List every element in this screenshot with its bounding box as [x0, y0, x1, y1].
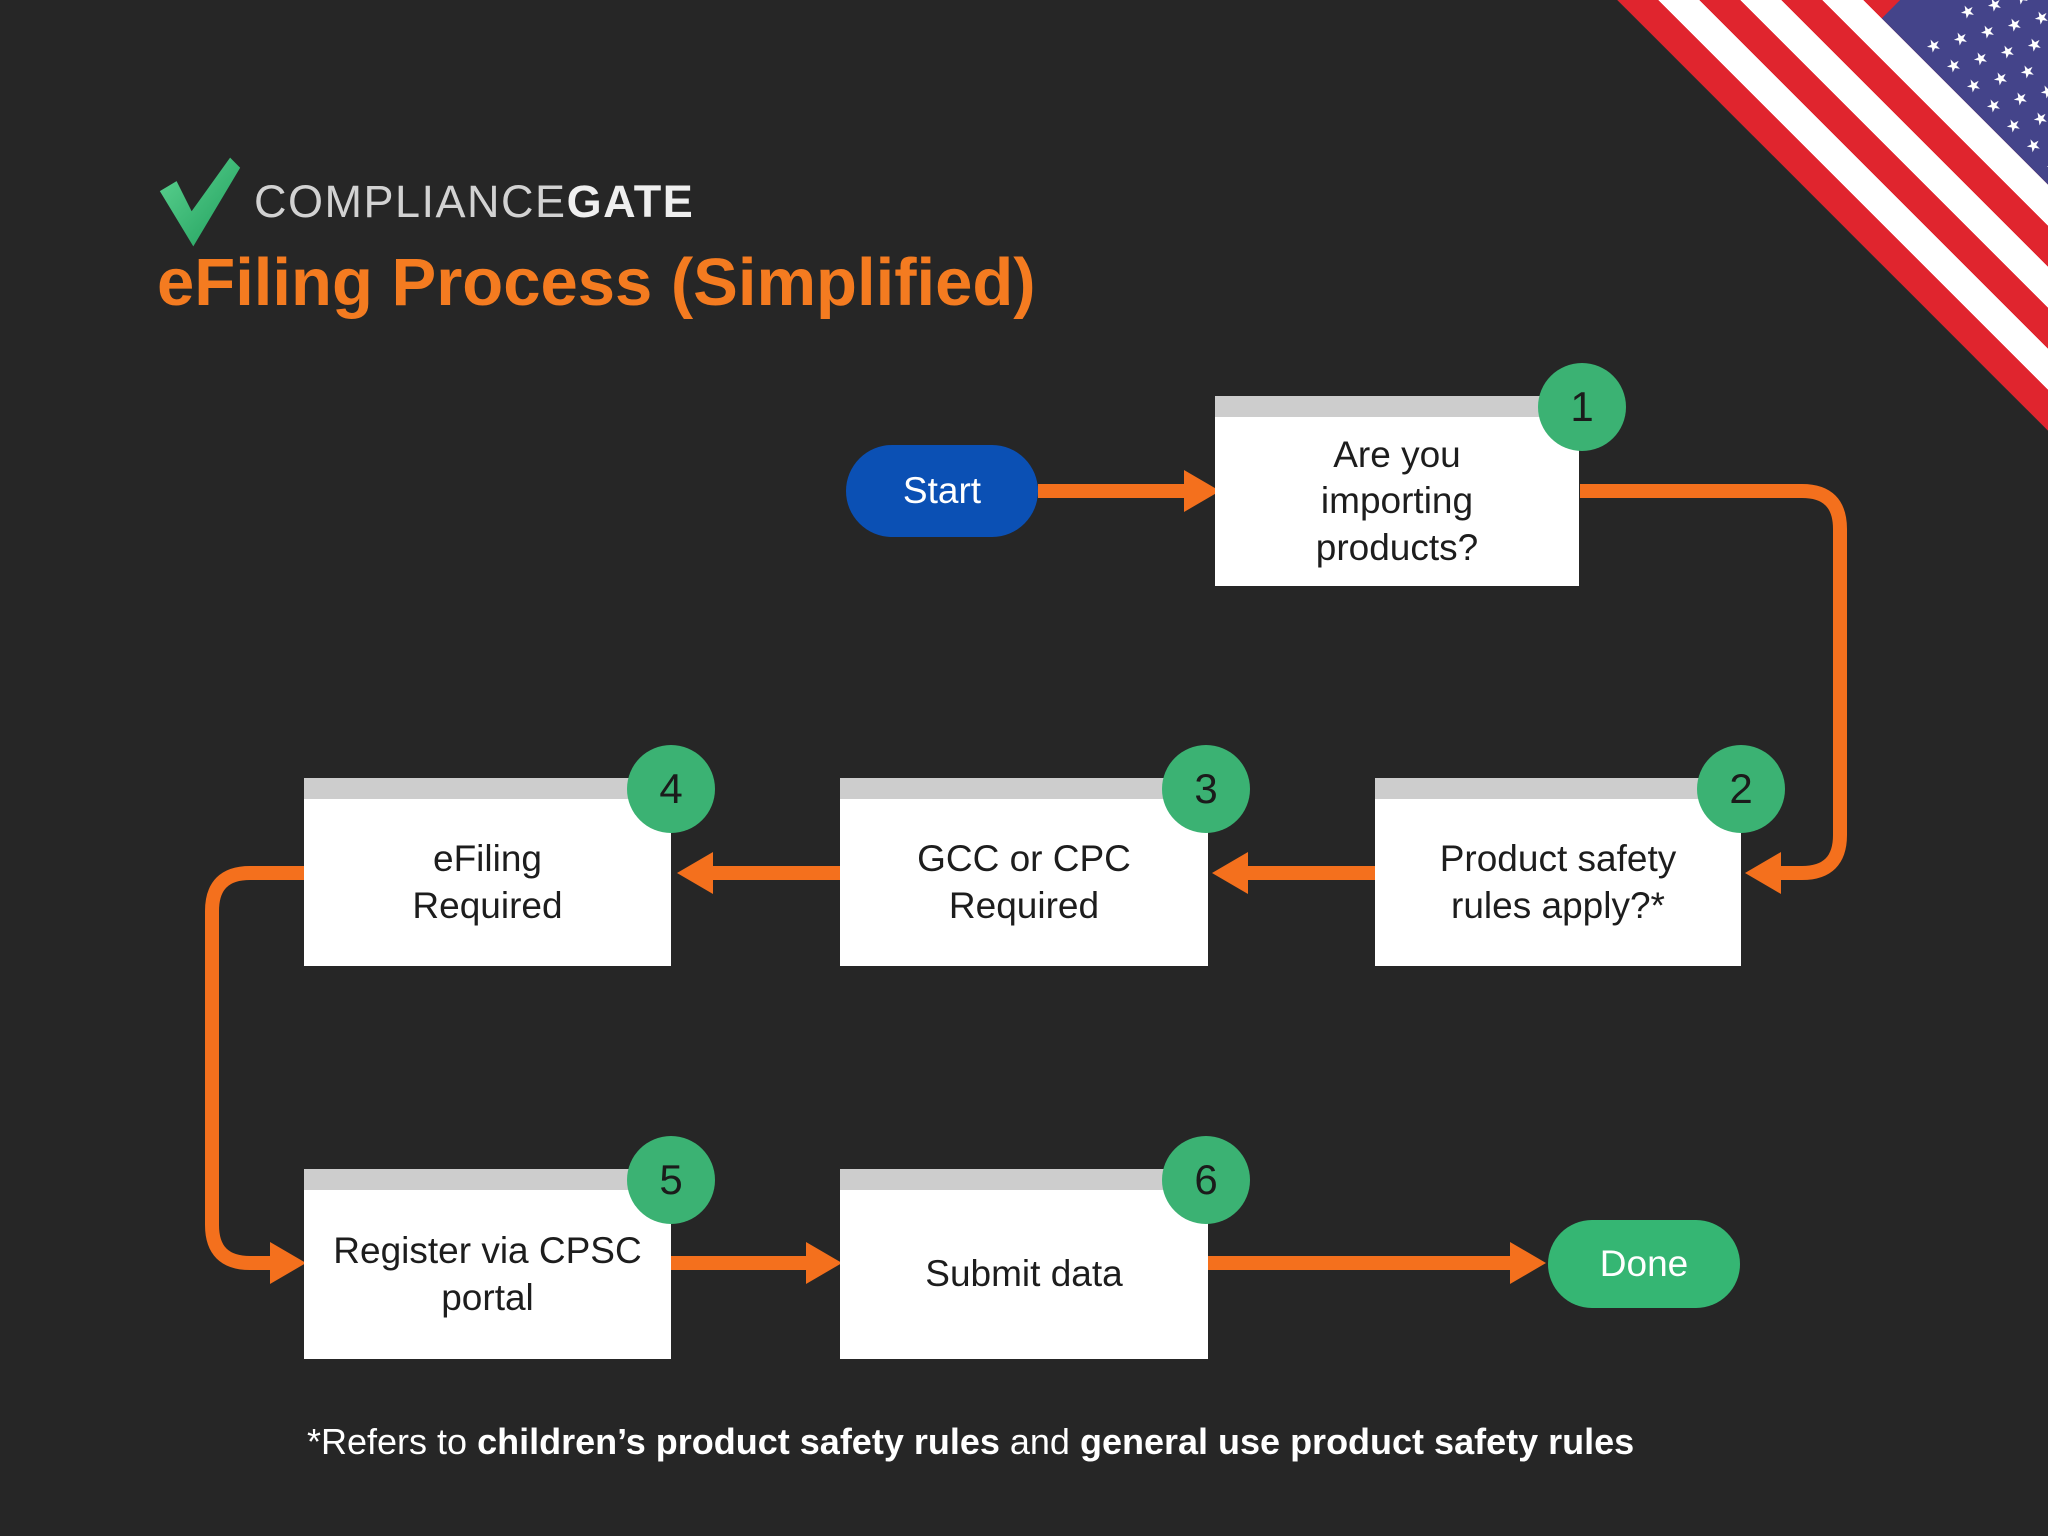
done-node: Done — [1548, 1220, 1740, 1308]
done-label: Done — [1599, 1243, 1689, 1284]
step-number-badge-3: 3 — [1162, 745, 1250, 833]
box-header-strip — [1215, 396, 1579, 417]
box-header-strip — [304, 778, 671, 799]
step-number-badge-2: 2 — [1697, 745, 1785, 833]
start-node: Start — [846, 445, 1038, 537]
step-number-badge-1: 1 — [1538, 363, 1626, 451]
arrow-step1-to-step2 — [1580, 484, 1847, 880]
footnote: *Refers to children’s product safety rul… — [307, 1421, 1634, 1463]
footnote-bold-children-rules: children’s product safety rules — [477, 1421, 1000, 1462]
arrowhead-right — [806, 1242, 842, 1284]
checkmark-icon — [158, 156, 242, 248]
start-label: Start — [902, 470, 982, 511]
arrowhead-left — [1745, 852, 1781, 894]
step-label-5: Register via CPSC portal — [333, 1230, 642, 1318]
step-box-5: Register via CPSC portal — [304, 1169, 671, 1359]
step-number-badge-5: 5 — [627, 1136, 715, 1224]
box-header-strip — [304, 1169, 671, 1190]
step-box-3: GCC or CPC Required — [840, 778, 1208, 966]
footnote-bold-general-rules: general use product safety rules — [1079, 1421, 1635, 1462]
box-header-strip — [840, 778, 1208, 799]
compliancegate-logo: COMPLIANCEGATE — [158, 156, 694, 248]
step-label-2: Product safety rules apply?* — [1439, 838, 1677, 926]
step-label-6: Submit data — [925, 1253, 1123, 1295]
step-label-1: Are you importing products? — [1315, 434, 1479, 568]
box-header-strip — [840, 1169, 1208, 1190]
step-number-badge-4: 4 — [627, 745, 715, 833]
arrowhead-left — [1212, 852, 1248, 894]
step-box-6: Submit data — [840, 1169, 1208, 1359]
page-title: eFiling Process (Simplified) — [157, 245, 1036, 320]
arrow-step4-to-step5 — [205, 866, 304, 1270]
brand-text: COMPLIANCEGATE — [254, 176, 694, 228]
footnote-prefix: *Refers to — [307, 1421, 478, 1462]
arrowhead-right — [1510, 1242, 1546, 1284]
step-box-4: eFiling Required — [304, 778, 671, 966]
arrowhead-left — [677, 852, 713, 894]
step-box-1: Are you importing products? — [1215, 396, 1579, 586]
brand-regular: COMPLIANCE — [254, 176, 567, 227]
step-label-4: eFiling Required — [412, 838, 563, 926]
step-number-badge-6: 6 — [1162, 1136, 1250, 1224]
footnote-middle: and — [999, 1421, 1080, 1462]
brand-bold: GATE — [566, 176, 695, 227]
arrowhead-right — [1184, 470, 1220, 512]
step-box-2: Product safety rules apply?* — [1375, 778, 1741, 966]
arrowhead-right — [270, 1242, 306, 1284]
box-header-strip — [1375, 778, 1741, 799]
step-label-3: GCC or CPC Required — [917, 838, 1131, 926]
